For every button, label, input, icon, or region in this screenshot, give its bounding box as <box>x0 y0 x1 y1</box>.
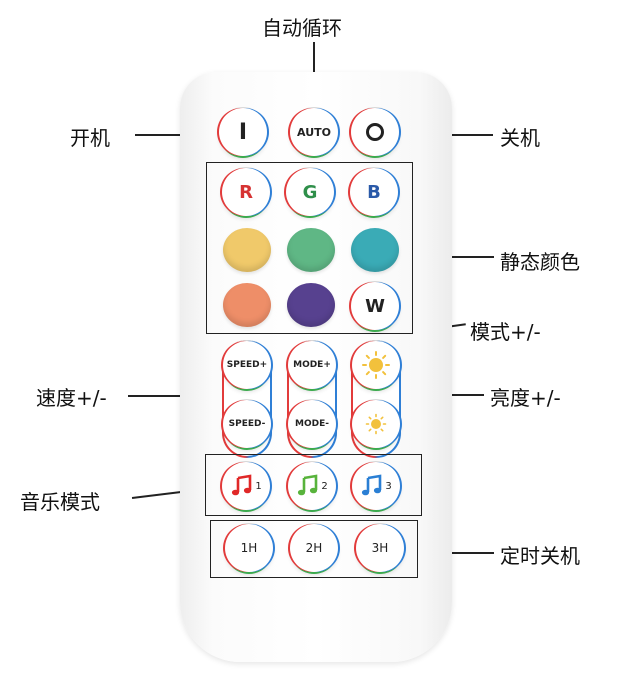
timer-off-group <box>210 520 418 578</box>
label-music-mode: 音乐模式 <box>20 490 100 514</box>
red-button[interactable]: R <box>222 168 270 216</box>
music-note-red-icon <box>232 474 252 496</box>
leader-line-static-color <box>424 256 494 258</box>
auto-button[interactable]: AUTO <box>290 108 338 156</box>
label-static-color: 静态颜色 <box>500 250 580 274</box>
power-off-icon <box>366 123 384 141</box>
white-label: W <box>365 295 385 317</box>
teal-color-button[interactable] <box>351 228 399 272</box>
label-brightness: 亮度+/- <box>490 386 561 410</box>
music-mode-1-button[interactable]: 1 <box>222 462 270 510</box>
sun-large-icon <box>362 351 390 379</box>
music-mode-3-button[interactable]: 3 <box>352 462 400 510</box>
brightness-up-button[interactable] <box>352 341 400 389</box>
white-button[interactable]: W <box>351 282 399 330</box>
timer-3h-button[interactable]: 3H <box>356 524 404 572</box>
label-power-off: 关机 <box>500 126 540 150</box>
label-auto-cycle: 自动循环 <box>262 16 342 40</box>
power-off-button[interactable] <box>351 108 399 156</box>
leader-line-power-on <box>135 134 215 136</box>
mode-up-button[interactable]: MODE+ <box>288 341 336 389</box>
blue-button[interactable]: B <box>350 168 398 216</box>
green-label: G <box>302 181 318 203</box>
orange-color-button[interactable] <box>223 283 271 327</box>
brightness-down-button[interactable] <box>352 400 400 448</box>
label-power-on: 开机 <box>70 126 110 150</box>
red-label: R <box>239 181 253 203</box>
yellow-color-button[interactable] <box>223 228 271 272</box>
static-color-group <box>206 162 413 334</box>
leader-line-timer <box>422 552 494 554</box>
music-mode-2-button[interactable]: 2 <box>288 462 336 510</box>
blue-label: B <box>367 181 381 203</box>
purple-color-button[interactable] <box>287 283 335 327</box>
green-button[interactable]: G <box>286 168 334 216</box>
green-color-button[interactable] <box>287 228 335 272</box>
music-note-blue-icon <box>362 474 382 496</box>
speed-down-button[interactable]: SPEED- <box>223 400 271 448</box>
leader-line-speed <box>128 395 223 397</box>
sun-small-icon <box>365 413 387 435</box>
label-speed: 速度+/- <box>36 386 107 410</box>
music-mode-group <box>205 454 422 516</box>
music-note-green-icon <box>298 474 318 496</box>
power-on-button[interactable]: I <box>219 108 267 156</box>
label-timer-off: 定时关机 <box>500 544 580 568</box>
timer-1h-button[interactable]: 1H <box>225 524 273 572</box>
mode-down-button[interactable]: MODE- <box>288 400 336 448</box>
label-mode: 模式+/- <box>470 320 541 344</box>
speed-up-button[interactable]: SPEED+ <box>223 341 271 389</box>
remote-control: I AUTO R G B W SPEED+ SPEED- MODE+ MODE- <box>180 72 452 662</box>
timer-2h-button[interactable]: 2H <box>290 524 338 572</box>
